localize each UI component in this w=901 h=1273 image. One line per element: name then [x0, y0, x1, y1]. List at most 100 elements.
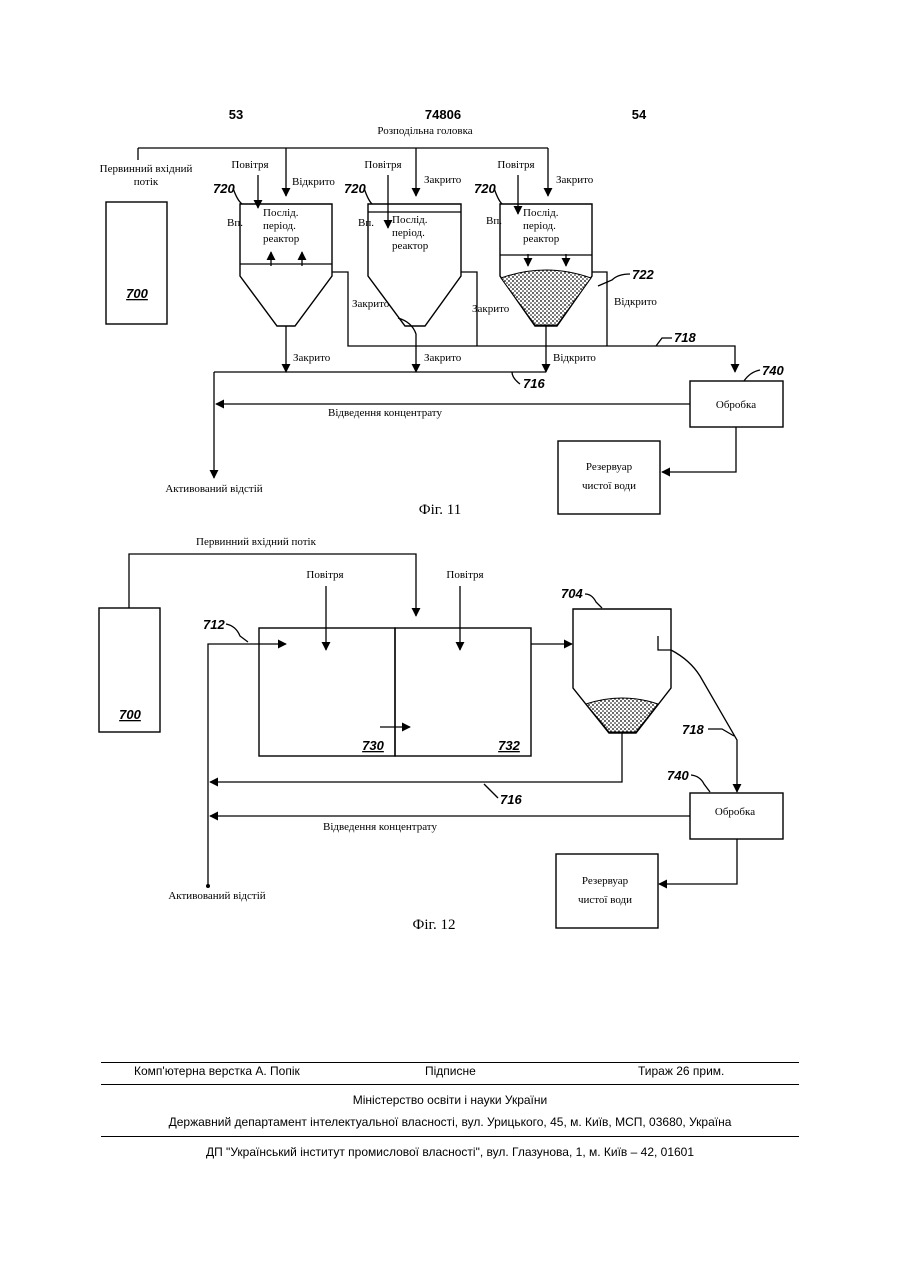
- reactor-1-label-3: реактор: [263, 233, 300, 245]
- reactor-ref-leader-3: [494, 188, 502, 204]
- tank-700: [106, 202, 167, 324]
- clarifier-weir: [658, 636, 671, 650]
- activated-sludge-label: Активований відстій: [168, 890, 265, 902]
- reactor-2-label-2: період.: [392, 227, 425, 239]
- clean-water-label-1: Резервуар: [586, 461, 633, 473]
- closed-label-r2-feed: Закрито: [424, 174, 462, 186]
- air-label-2: Повітря: [364, 159, 401, 171]
- settled-sludge-3: [501, 270, 591, 325]
- sludge-return-716: [210, 733, 622, 782]
- reactor-1: Повітря Відкрито 720 Вп. Послід. період.…: [213, 159, 335, 372]
- reactor-1-label-1: Послід.: [263, 207, 299, 219]
- open-label-r3-drain: Відкрито: [553, 352, 596, 364]
- ref-740: 740: [762, 363, 784, 378]
- closed-label-r1-drain: Закрито: [293, 352, 331, 364]
- ref-718-leader: [656, 338, 672, 346]
- ref-722: 722: [632, 267, 654, 282]
- page-header: 53 74806 54: [229, 107, 647, 122]
- reactor-730: [259, 628, 395, 756]
- footer-layout-credit: Комп'ютерна верстка А. Попік: [134, 1064, 300, 1078]
- air-label-1: Повітря: [231, 159, 268, 171]
- ref-732: 732: [498, 738, 520, 753]
- recycle-inlet-712: [208, 644, 286, 886]
- activated-sludge-label: Активований відстій: [165, 483, 262, 495]
- left-page-number: 53: [229, 107, 243, 122]
- footer-rule-bottom: [101, 1136, 799, 1137]
- reactor-3-label-1: Послід.: [523, 207, 559, 219]
- reactor-1-label-2: період.: [263, 220, 296, 232]
- concentrate-removal-label: Відведення концентрату: [328, 407, 442, 419]
- reactor-ref-1: 720: [213, 181, 235, 196]
- closed-label-r3-feed: Закрито: [556, 174, 594, 186]
- clean-water-label-2: чистої води: [578, 894, 632, 906]
- footer-circulation: Тираж 26 прим.: [638, 1064, 724, 1078]
- clean-water-label-2: чистої води: [582, 480, 636, 492]
- clean-water-line: [662, 427, 736, 472]
- clean-water-tank: [556, 854, 658, 928]
- activated-sludge-outlet-dot: [206, 884, 210, 888]
- ref-704: 704: [561, 586, 583, 601]
- reactor-732: [395, 628, 531, 756]
- ref-716: 716: [523, 376, 545, 391]
- reactor-ref-2: 720: [344, 181, 366, 196]
- ref-722-leader: [598, 274, 630, 286]
- figure-11-caption: Фіг. 11: [419, 502, 461, 518]
- figure-12-caption: Фіг. 12: [413, 917, 456, 933]
- air-label-3: Повітря: [497, 159, 534, 171]
- air-label-1: Повітря: [306, 569, 343, 581]
- reactor-2-label-1: Послід.: [392, 214, 428, 226]
- ref-740-leader: [744, 370, 760, 381]
- clean-water-label-1: Резервуар: [582, 875, 629, 887]
- ref-740-leader: [691, 775, 710, 792]
- ref-730: 730: [362, 738, 384, 753]
- open-label-r3-decant: Відкрито: [614, 296, 657, 308]
- tank-700-ref: 700: [126, 286, 148, 301]
- treatment-label: Обробка: [715, 806, 755, 818]
- reactor-ref-leader-1: [233, 188, 242, 204]
- reactor-2-label-3: реактор: [392, 240, 429, 252]
- ref-718-leader: [708, 729, 734, 736]
- closed-label-r2-drain: Закрито: [424, 352, 462, 364]
- footer-rule-middle: [101, 1084, 799, 1085]
- primary-inflow-label-line1: Первинний вхідний: [100, 163, 193, 175]
- clean-water-tank: [558, 441, 660, 514]
- reactor-2: Повітря Закрито 720 Вп. Послід. період. …: [344, 159, 462, 372]
- clean-water-line: [659, 839, 737, 884]
- footer-signed: Підписне: [425, 1064, 476, 1078]
- ref-718: 718: [674, 330, 696, 345]
- ref-718: 718: [682, 722, 704, 737]
- closed-label-r1-decant: Закрито: [352, 298, 390, 310]
- reactor-3-label-2: період.: [523, 220, 556, 232]
- reactor-3: Повітря Закрито 720 Вп. Послід. період. …: [474, 159, 654, 372]
- right-page-number: 54: [632, 107, 647, 122]
- ref-712: 712: [203, 617, 225, 632]
- ref-716-leader: [512, 372, 520, 384]
- primary-inflow-line: [129, 554, 416, 616]
- reactor-ref-3: 720: [474, 181, 496, 196]
- ref-740: 740: [667, 768, 689, 783]
- reactor-ref-leader-2: [364, 188, 372, 204]
- tank-700-ref: 700: [119, 707, 141, 722]
- footer-ministry: Міністерство освіти і науки України: [101, 1093, 799, 1107]
- figure-11: Розподільна головка Первинний вхідний по…: [100, 125, 785, 518]
- ref-704-leader: [585, 594, 602, 608]
- concentrate-removal-label: Відведення концентрату: [323, 821, 437, 833]
- treatment-label: Обробка: [716, 399, 756, 411]
- ref-712-leader: [226, 624, 248, 642]
- figure-12: Первинний вхідний потік 700 Повітря Пові…: [99, 536, 783, 933]
- footer-department: Державний департамент інтелектуальної вл…: [101, 1115, 799, 1129]
- clarifier-sludge: [586, 698, 658, 732]
- ref-716: 716: [500, 792, 522, 807]
- air-label-2: Повітря: [446, 569, 483, 581]
- open-label-1: Відкрито: [292, 176, 335, 188]
- patent-number: 74806: [425, 107, 461, 122]
- footer-institute: ДП "Український інститут промислової вла…: [101, 1145, 799, 1159]
- reactor-3-label-3: реактор: [523, 233, 560, 245]
- inlet-label-2: Вп.: [358, 217, 374, 229]
- inlet-label-3: Вп.: [486, 215, 502, 227]
- distribution-head-label: Розподільна головка: [377, 125, 472, 137]
- inlet-label-1: Вп.: [227, 217, 243, 229]
- closed-label-r2-decant: Закрито: [472, 303, 510, 315]
- primary-inflow-label-line2: потік: [134, 176, 159, 188]
